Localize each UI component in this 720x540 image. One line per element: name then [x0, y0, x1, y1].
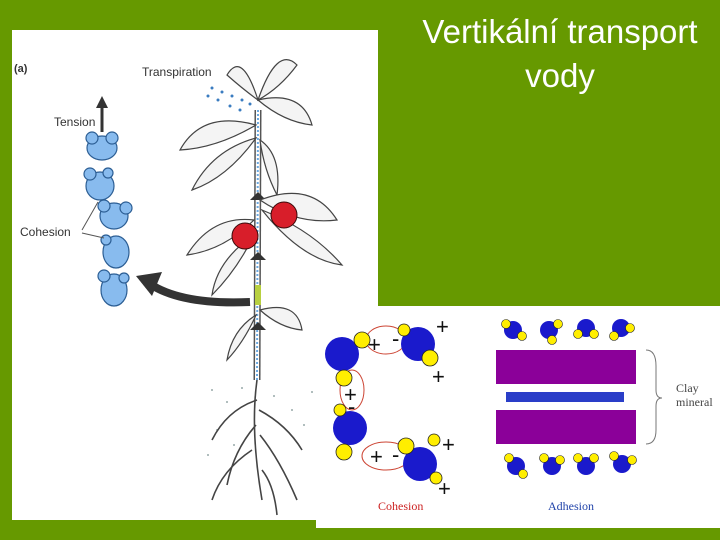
tension-label: Tension	[54, 115, 95, 129]
plus-sign: +	[344, 382, 357, 407]
plant-diagram: (a) Transpiration Tension Cohesion	[14, 59, 368, 516]
minus-sign: -	[392, 326, 399, 351]
roots	[211, 379, 303, 516]
clay-bracket	[645, 349, 663, 445]
tomato-fruits	[231, 201, 298, 250]
clay-mineral-plates	[496, 350, 636, 444]
plus-sign: +	[368, 332, 381, 357]
minus-sign: -	[392, 442, 399, 467]
adhesion-molecules-top	[501, 319, 635, 345]
title-line-1: Vertikální transport	[422, 13, 698, 50]
transpiration-vapor	[206, 86, 252, 112]
slide-title: Vertikální transport vody	[400, 10, 720, 98]
plus-sign: +	[370, 444, 383, 469]
cohesion-pointers	[81, 201, 105, 239]
adhesion-caption: Adhesion	[548, 499, 594, 513]
charge-signs: + - + + + - + - + +	[344, 314, 455, 501]
stem-to-chain-arrow	[136, 272, 251, 307]
molecular-diagram: + - + + + - + - + +	[325, 314, 713, 513]
plant-stem	[250, 109, 266, 381]
cohesion-water-molecules	[325, 323, 443, 485]
plus-sign: +	[432, 364, 445, 389]
tension-arrow	[96, 96, 108, 132]
clay-label-line1: Clay	[676, 381, 699, 395]
adhesion-molecules-bottom	[504, 451, 637, 479]
minus-sign: -	[348, 394, 355, 419]
molecular-diagram-panel: + - + + + - + - + +	[316, 306, 720, 528]
water-molecule-chain	[83, 131, 133, 307]
title-line-2: vody	[525, 57, 595, 94]
clay-label-line2: mineral	[676, 395, 713, 409]
plus-sign: +	[442, 432, 455, 457]
transpiration-label: Transpiration	[142, 65, 212, 79]
cohesion-label: Cohesion	[20, 225, 71, 239]
plus-sign: +	[436, 314, 449, 339]
plus-sign: +	[438, 476, 451, 501]
panel-label: (a)	[14, 63, 28, 75]
plant-diagram-panel: (a) Transpiration Tension Cohesion	[12, 30, 378, 520]
cohesion-caption: Cohesion	[378, 499, 423, 513]
